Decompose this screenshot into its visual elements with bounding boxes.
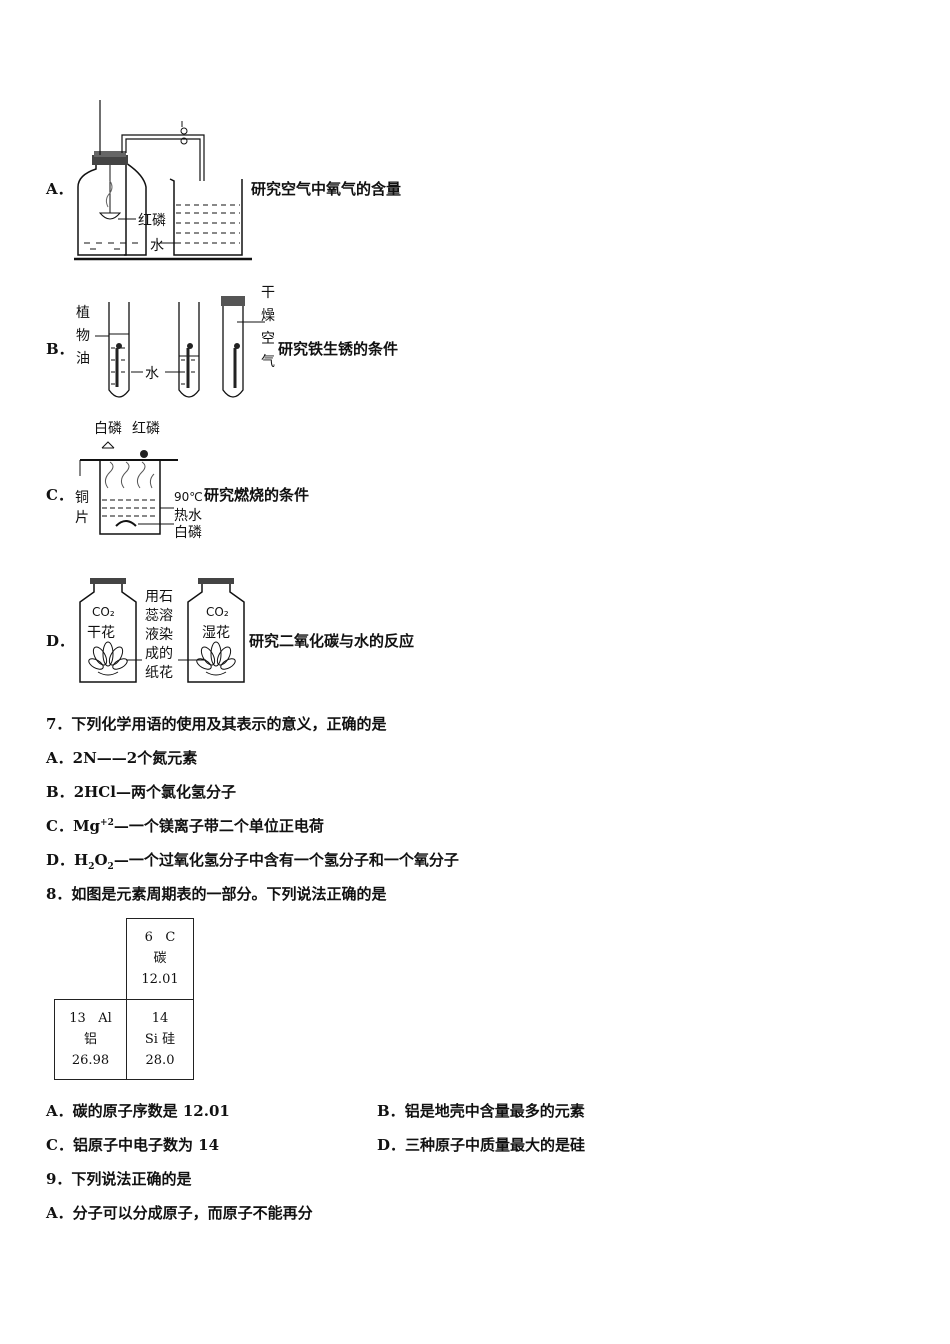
periodic-table-fragment: 6 C 碳 12.01 13 Al 铝 26.98 14 Si 硅 28.0 [54, 918, 194, 1080]
carbon-number: 6 [144, 930, 153, 945]
silicon-name: 硅 [162, 1032, 176, 1047]
wet-flower-label: 湿花 [202, 625, 230, 641]
q7-d-formula-o: O [94, 851, 108, 869]
water-label: 水 [150, 238, 164, 254]
litmus-label-2: 蕊溶 [145, 608, 173, 624]
white-phosphorus-bottom-label: 白磷 [174, 525, 202, 541]
q7-d-sub-1: 2 [88, 862, 95, 872]
co2-label-2: CO₂ [206, 605, 229, 619]
hot-water-label: 热水 [174, 508, 202, 524]
q8-option-c: C．铝原子中电子数为 14 [46, 1134, 219, 1155]
silicon-mass: 28.0 [145, 1053, 175, 1068]
q7-c-charge: +2 [100, 818, 114, 828]
aluminum-number: 13 [69, 1011, 86, 1026]
option-c-letter: C． [46, 486, 73, 504]
oil-label-1: 植 [76, 305, 90, 321]
white-phosphorus-top-label: 白磷 [94, 421, 122, 437]
q8-b-text: 铝是地壳中含量最多的元素 [404, 1102, 585, 1120]
q8-c-letter: C． [46, 1136, 73, 1154]
combustion-apparatus [79, 441, 178, 535]
litmus-label-4: 成的 [145, 646, 173, 662]
q7-stem: 7．下列化学用语的使用及其表示的意义，正确的是 [46, 715, 387, 733]
q7-d-formula-h: H [74, 851, 89, 869]
temperature-label: 90℃ [174, 490, 203, 504]
dry-air-label-2: 燥 [261, 308, 275, 324]
q7-c-letter: C． [46, 817, 73, 835]
option-b-caption: 研究铁生锈的条件 [278, 340, 399, 358]
aluminum-cell: 13 Al 铝 26.98 [54, 999, 127, 1080]
q7-a-formula: 2N [72, 749, 97, 767]
q9-a-text: 分子可以分成原子，而原子不能再分 [72, 1204, 313, 1222]
dry-air-label-1: 干 [261, 285, 275, 301]
dry-flower-label: 干花 [87, 625, 115, 641]
carbon-mass: 12.01 [141, 972, 179, 987]
q7-b-formula: 2HCl [73, 783, 116, 801]
q7-d-text: —一个过氧化氢分子中含有一个氢分子和一个氧分子 [113, 851, 459, 869]
dry-air-label-4: 气 [261, 354, 275, 370]
q8-a-text: 碳的原子序数是 12.01 [72, 1102, 230, 1120]
q8-d-letter: D． [377, 1136, 406, 1154]
water-label-b: 水 [145, 366, 159, 382]
dry-air-label-3: 空 [261, 331, 275, 347]
oil-label-3: 油 [76, 351, 90, 367]
q9-option-a: A．分子可以分成原子，而原子不能再分 [46, 1202, 313, 1223]
silicon-cell: 14 Si 硅 28.0 [126, 999, 194, 1080]
silicon-number: 14 [151, 1011, 169, 1026]
litmus-label-3: 液染 [145, 627, 173, 643]
red-phosphorus-label: 红磷 [138, 213, 166, 229]
q7-a-letter: A． [46, 749, 73, 767]
litmus-label-1: 用石 [145, 589, 173, 605]
q8-option-b: B．铝是地壳中含量最多的元素 [377, 1100, 585, 1121]
aluminum-name: 铝 [83, 1032, 97, 1047]
litmus-label-5: 纸花 [145, 665, 173, 681]
q7-c-formula: Mg [72, 817, 101, 835]
q7-b-letter: B． [46, 783, 74, 801]
silicon-symbol: Si [144, 1032, 158, 1047]
q9-a-letter: A． [46, 1204, 73, 1222]
q8-d-text: 三种原子中质量最大的是硅 [405, 1136, 586, 1154]
co2-bottles [79, 578, 245, 683]
carbon-name: 碳 [153, 951, 167, 966]
copper-label-1: 铜 [75, 490, 89, 506]
q8-a-letter: A． [46, 1102, 73, 1120]
option-d-caption: 研究二氧化碳与水的反应 [249, 632, 415, 650]
carbon-cell: 6 C 碳 12.01 [126, 918, 194, 1000]
carbon-symbol: C [165, 930, 176, 945]
aluminum-mass: 26.98 [71, 1053, 110, 1068]
q8-option-d: D．三种原子中质量最大的是硅 [377, 1134, 585, 1155]
q8-b-letter: B． [377, 1102, 405, 1120]
option-a-letter: A． [46, 180, 73, 198]
q7-c-text: —一个镁离子带二个单位正电荷 [113, 817, 324, 835]
copper-label-2: 片 [75, 510, 89, 526]
q8-c-text: 铝原子中电子数为 14 [72, 1136, 220, 1154]
q7-option-d: D．H2O2—一个过氧化氢分子中含有一个氢分子和一个氧分子 [46, 849, 459, 872]
oxygen-content-apparatus [74, 100, 252, 261]
option-d-letter: D． [46, 632, 75, 650]
q7-a-text: ——2个氮元素 [96, 749, 198, 767]
q7-d-letter: D． [46, 851, 75, 869]
q7-option-b: B．2HCl—两个氯化氢分子 [46, 781, 236, 802]
q8-option-a: A．碳的原子序数是 12.01 [46, 1100, 230, 1121]
iron-rust-test-tubes [95, 296, 265, 398]
q7-option-a: A．2N——2个氮元素 [46, 747, 197, 768]
q7-d-sub-2: 2 [107, 862, 114, 872]
option-a-caption: 研究空气中氧气的含量 [251, 180, 402, 198]
q9-stem: 9．下列说法正确的是 [46, 1170, 192, 1188]
oil-label-2: 物 [76, 328, 90, 344]
q7-option-c: C．Mg+2—一个镁离子带二个单位正电荷 [46, 815, 324, 836]
q8-stem: 8．如图是元素周期表的一部分。下列说法正确的是 [46, 885, 387, 903]
red-phosphorus-top-label: 红磷 [132, 421, 160, 437]
q7-b-text: —两个氯化氢分子 [115, 783, 236, 801]
option-c-caption: 研究燃烧的条件 [204, 486, 310, 504]
co2-label-1: CO₂ [92, 605, 115, 619]
aluminum-symbol: Al [98, 1011, 112, 1026]
option-b-letter: B． [46, 340, 74, 358]
